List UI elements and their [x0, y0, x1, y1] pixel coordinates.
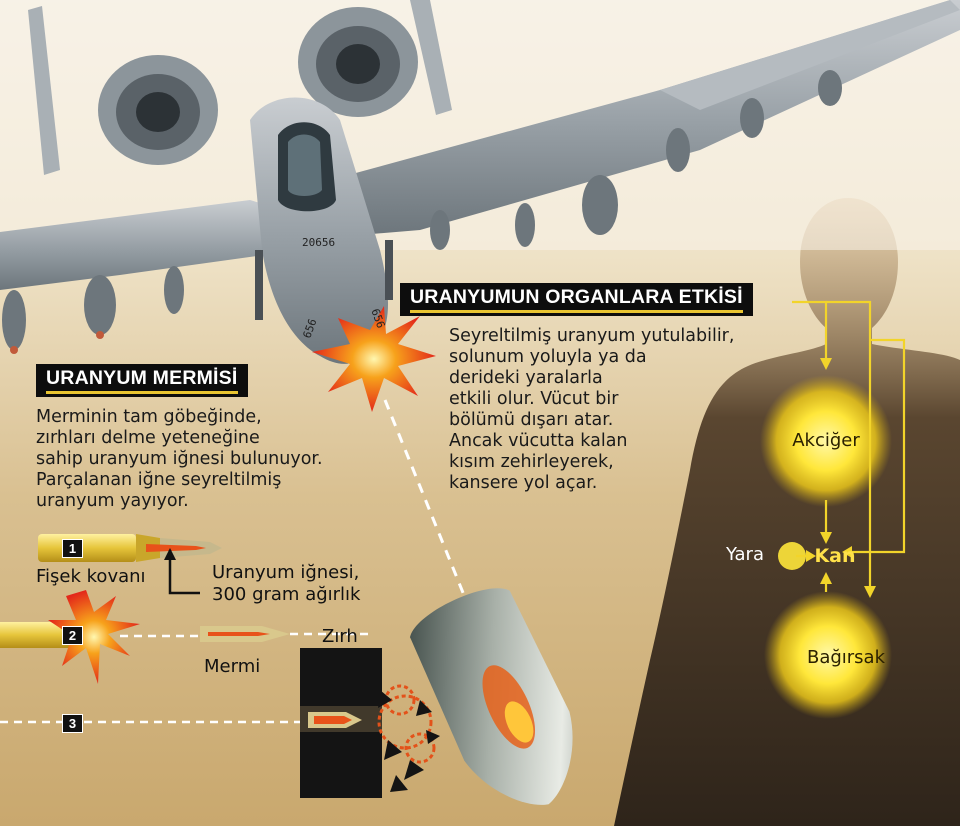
- mermi-text-line: Merminin tam göbeğinde,: [36, 407, 262, 427]
- step-2-badge: 2: [62, 626, 83, 645]
- mermi-title-underline: [46, 391, 238, 394]
- lung-label: Akciğer: [792, 430, 860, 451]
- armor-label: Zırh: [322, 626, 358, 647]
- organ-text-line: Ancak vücutta kalan: [449, 431, 628, 451]
- mermi-text-line: Parçalanan iğne seyreltilmiş: [36, 470, 282, 490]
- uranium-needle-weight-label: 300 gram ağırlık: [212, 584, 361, 605]
- blood-label: Kan: [814, 545, 856, 567]
- cartridge-case-label: Fişek kovanı: [36, 566, 146, 587]
- organ-section-title-text: URANYUMUN ORGANLARA ETKİSİ: [410, 286, 743, 308]
- organ-text-line: solunum yoluyla ya da: [449, 347, 647, 367]
- armor-fragments: [377, 684, 440, 792]
- organ-section-body: Seyreltilmiş uranyum yutulabilir, solunu…: [449, 326, 734, 494]
- plane-left-wing: [0, 200, 300, 290]
- step3-penetrator: [308, 712, 362, 728]
- mermi-section-title-text: URANYUM MERMİSİ: [46, 367, 238, 389]
- step-1-badge: 1: [62, 539, 83, 558]
- organ-title-underline: [410, 310, 743, 313]
- plane-left-tail: [28, 6, 60, 175]
- mermi-text-line: zırhları delme yeteneğine: [36, 428, 260, 448]
- plane-right-tail: [410, 0, 452, 115]
- step2-bullet: [200, 626, 290, 642]
- wound-label: Yara: [726, 544, 764, 565]
- organ-text-line: derideki yaralarla: [449, 368, 603, 388]
- plane-tail-number: 20656: [302, 236, 336, 249]
- bullet-label: Mermi: [204, 656, 261, 677]
- step-3-badge: 3: [62, 714, 83, 733]
- uranium-needle-label: Uranyum iğnesi,: [212, 562, 360, 583]
- organ-text-line: etkili olur. Vücut bir: [449, 389, 619, 409]
- organ-text-line: Seyreltilmiş uranyum yutulabilir,: [449, 326, 735, 346]
- mermi-text-line: sahip uranyum iğnesi bulunuyor.: [36, 449, 323, 469]
- organ-text-line: kısım zehirleyerek,: [449, 452, 614, 472]
- mermi-section-body: Merminin tam göbeğinde, zırhları delme y…: [36, 407, 323, 512]
- organ-section-title: URANYUMUN ORGANLARA ETKİSİ: [400, 283, 753, 316]
- lung-organ: [760, 375, 892, 507]
- organ-text-line: kansere yol açar.: [449, 473, 598, 493]
- step2-explosion: [48, 590, 140, 684]
- bullet-trajectory: [383, 399, 472, 611]
- intestine-organ: [764, 591, 892, 719]
- organ-text-line: bölümü dışarı atar.: [449, 410, 614, 430]
- mermi-section-title: URANYUM MERMİSİ: [36, 364, 248, 397]
- muzzle-explosion: [312, 306, 436, 412]
- wound-glow: [778, 542, 806, 570]
- mermi-text-line: uranyum yayıyor.: [36, 491, 189, 511]
- large-bullet-cutaway: [410, 588, 573, 805]
- intestine-label: Bağırsak: [806, 647, 886, 668]
